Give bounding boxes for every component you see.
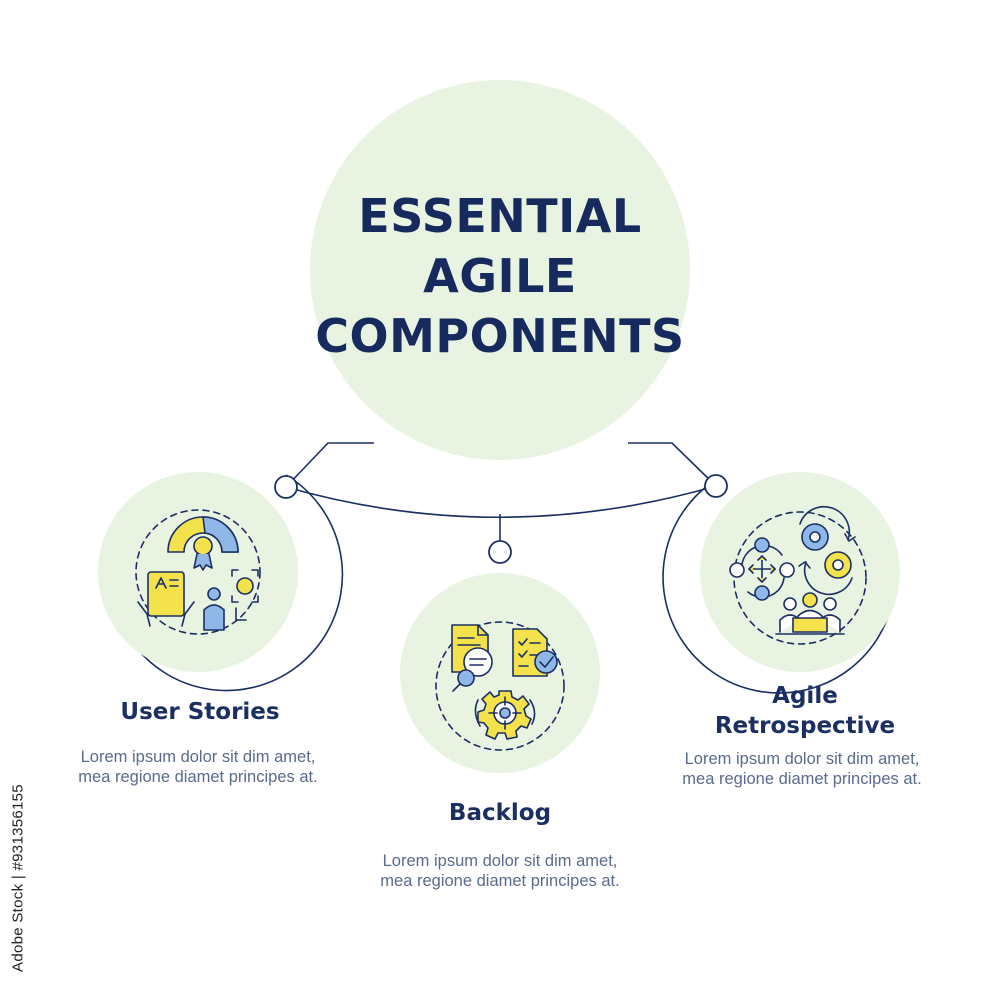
backlog-circle	[400, 573, 600, 773]
agile-retrospective-label-line-2: Retrospective	[714, 713, 896, 739]
agile-retrospective-label-line-1: Agile	[772, 683, 838, 709]
right-connector-node	[704, 474, 728, 498]
stock-id-watermark: Adobe Stock | #931356155	[4, 768, 32, 988]
left-connector-node	[274, 475, 298, 499]
center-connector-node	[488, 540, 512, 564]
title-line-3: COMPONENTS	[315, 309, 685, 363]
user-stories-icon	[135, 509, 261, 635]
agile-retrospective-icon	[729, 505, 867, 645]
title-line-1: ESSENTIAL	[358, 189, 642, 243]
page-title: ESSENTIAL AGILE COMPONENTS	[250, 186, 750, 366]
stock-id-text: Adobe Stock | #931356155	[9, 784, 27, 972]
backlog-description: Lorem ipsum dolor sit dim amet, mea regi…	[380, 852, 620, 890]
user-stories-circle	[98, 472, 298, 672]
title-line-2: AGILE	[423, 249, 577, 303]
agile-retrospective-label: Agile Retrospective	[670, 681, 940, 741]
right-branch-line	[628, 442, 717, 487]
user-stories-label: User Stories	[120, 699, 280, 725]
backlog-icon	[435, 621, 565, 751]
title-circle	[310, 80, 690, 460]
main-connector-arc	[285, 485, 717, 519]
user-stories-description: Lorem ipsum dolor sit dim amet, mea regi…	[78, 748, 318, 786]
backlog-label: Backlog	[448, 800, 552, 826]
agile-retrospective-description: Lorem ipsum dolor sit dim amet, mea regi…	[682, 750, 922, 788]
left-branch-line	[285, 442, 374, 488]
